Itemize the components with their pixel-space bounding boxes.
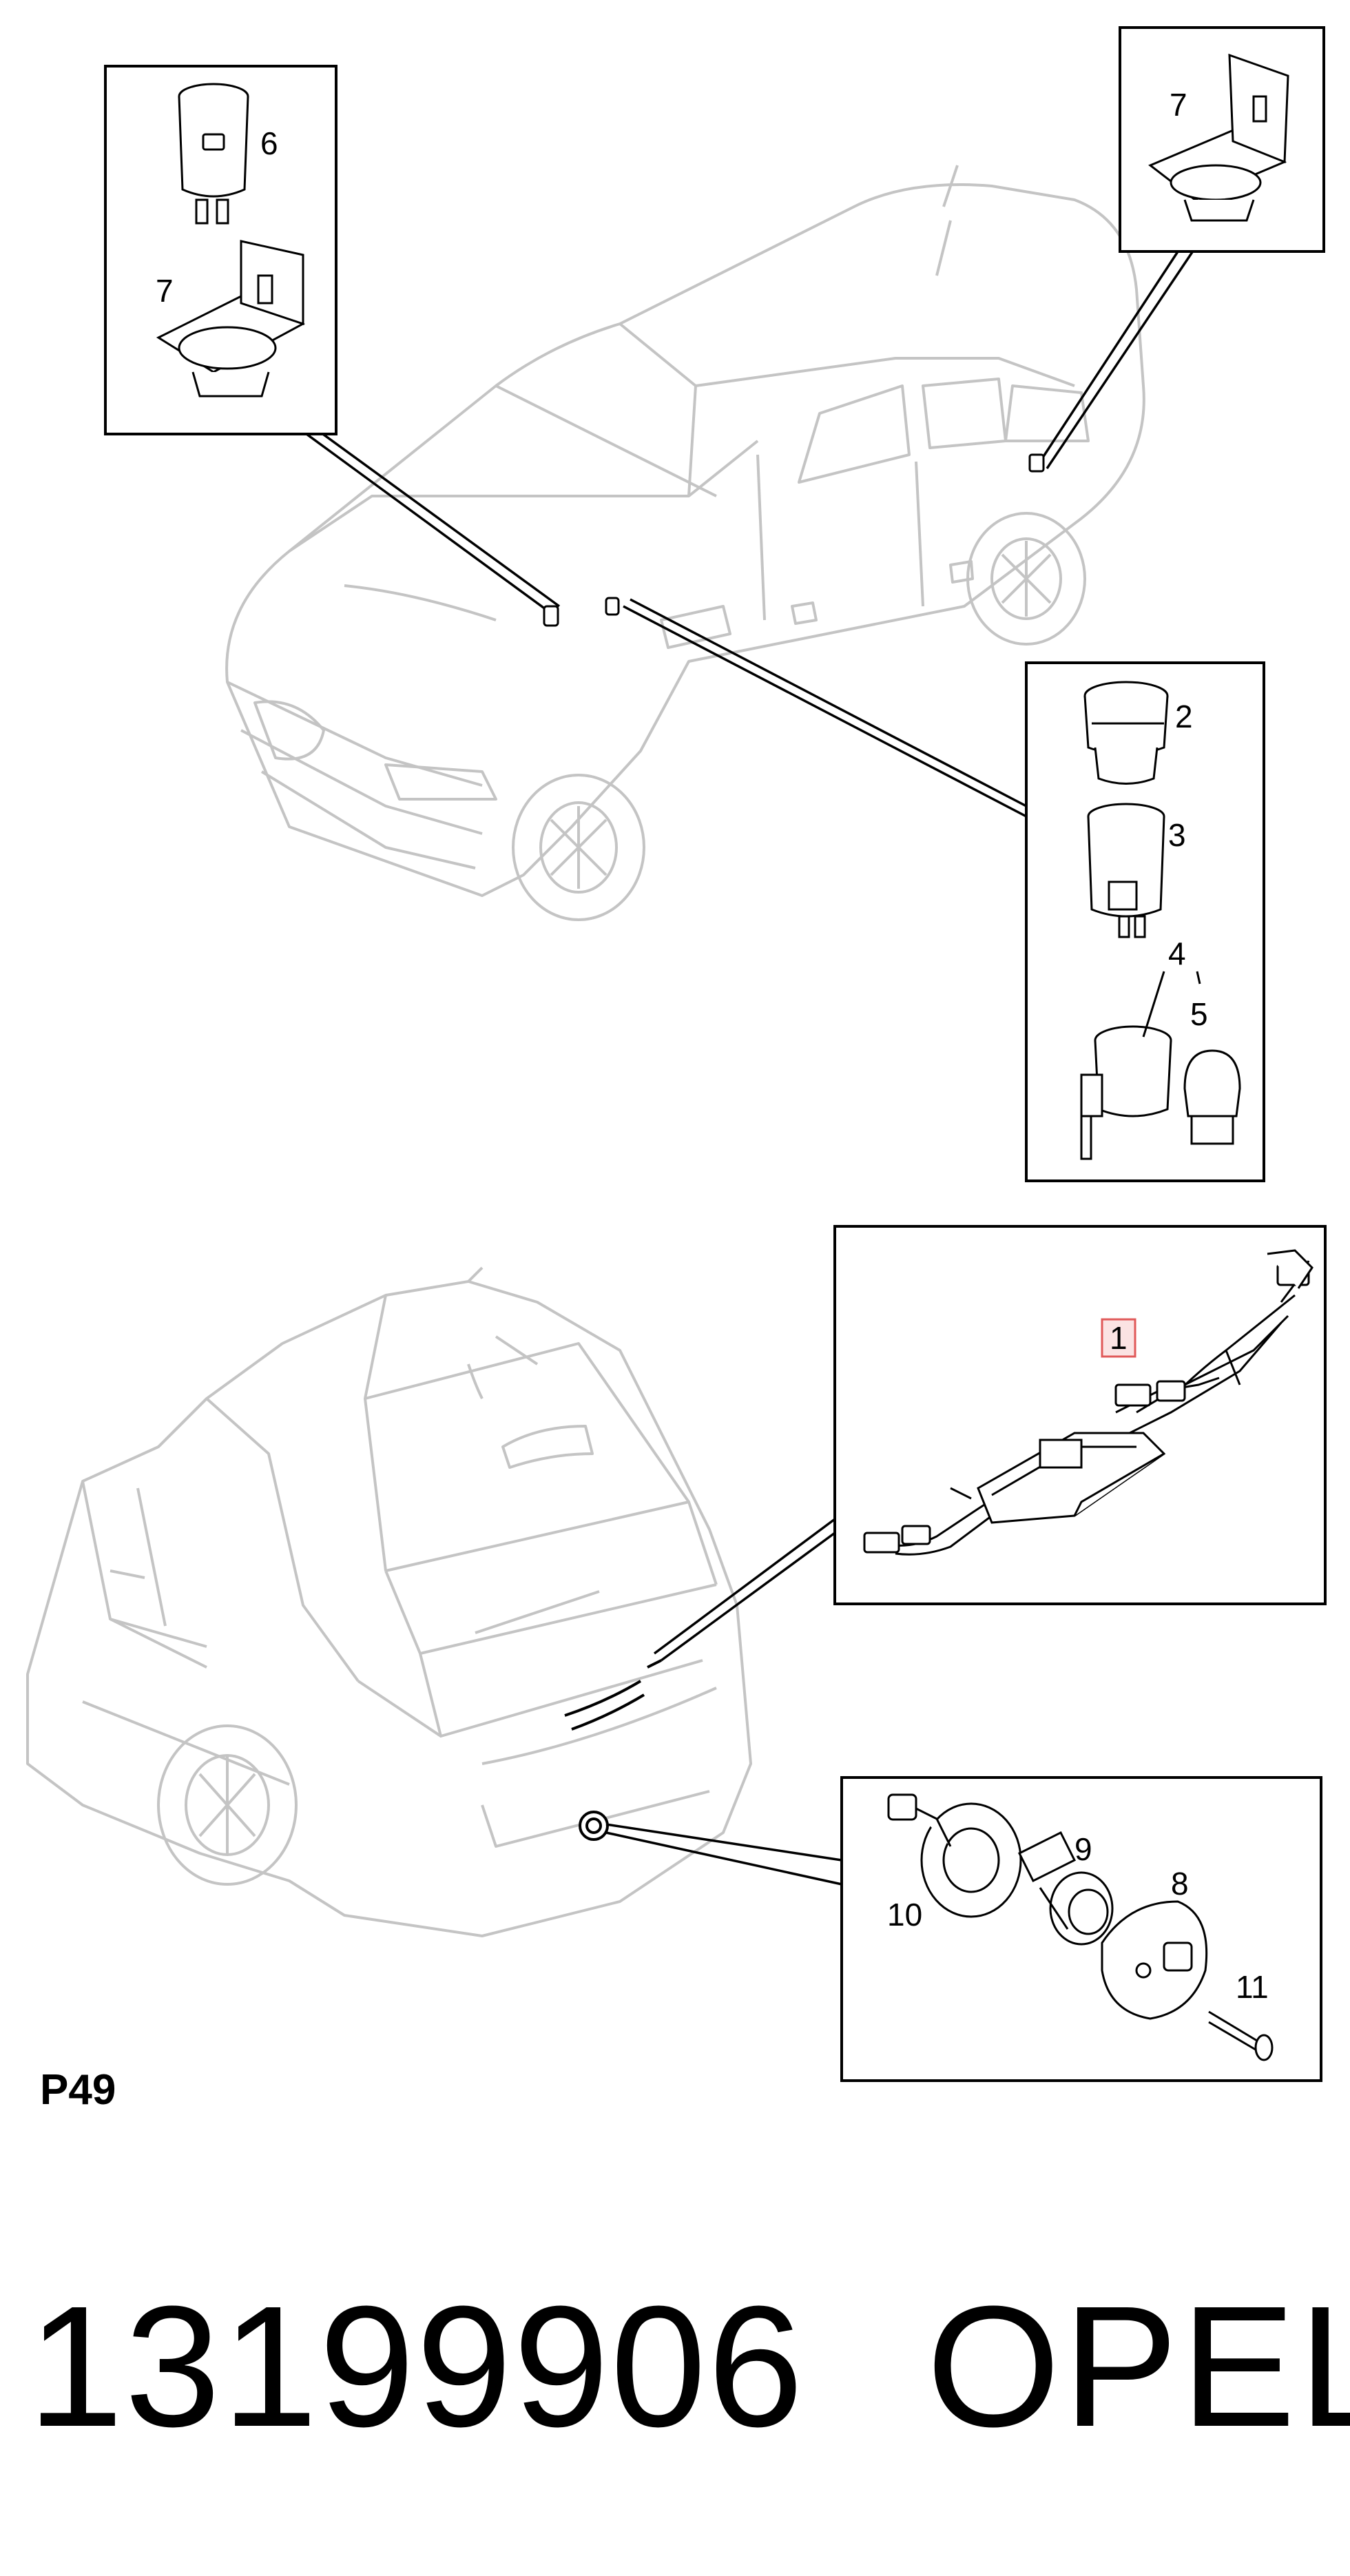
cover-part-7-left: [156, 240, 305, 398]
leader-4: [1142, 971, 1165, 1038]
inset-box-top-left: 6 7: [104, 65, 338, 435]
callout-6: 6: [260, 125, 278, 161]
cover-part-10: [887, 1793, 1022, 1918]
socket-part-9: [1017, 1831, 1114, 1946]
inset-box-trailer-socket: 10 9 8 11: [840, 1776, 1322, 2082]
license-lamp-body: [977, 1432, 1166, 1524]
holder-part-4: [1080, 1025, 1172, 1160]
bulb-part-5: [1183, 1049, 1241, 1145]
callout-2: 2: [1175, 699, 1193, 734]
rear-leader-lines: [605, 1518, 842, 1886]
callout-3: 3: [1168, 817, 1186, 853]
front-part-markers: [543, 453, 1045, 627]
callout-11: 11: [1236, 1969, 1269, 2005]
socket-part-6: [178, 83, 249, 225]
callout-1: 1: [1110, 1320, 1128, 1356]
screw-part-11: [1208, 2010, 1274, 2061]
callout-8: 8: [1171, 1866, 1189, 1902]
callout-9: 9: [1074, 1831, 1092, 1867]
housing-part-8: [1101, 1900, 1208, 2020]
callout-7-left: 7: [156, 273, 174, 309]
part-number: 13199906: [28, 2270, 805, 2462]
diagram-label: P49: [40, 2066, 116, 2114]
rear-vehicle-illustration: [26, 1266, 752, 1937]
callout-7-right: 7: [1170, 87, 1187, 123]
rear-part-markers: [564, 1659, 662, 1841]
inset-box-right-middle: 2 3 4 5: [1025, 661, 1265, 1182]
leader-5: [1196, 971, 1201, 985]
inset-box-wiring: 1: [833, 1225, 1327, 1605]
socket-part-3: [1087, 803, 1165, 938]
cover-part-7-right: [1148, 53, 1289, 222]
front-leader-lines: [305, 240, 1196, 818]
brand-name: OPEL: [926, 2270, 1350, 2462]
front-vehicle-illustration: [225, 165, 1145, 921]
plug-part-2: [1083, 681, 1169, 785]
callout-4: 4: [1168, 936, 1186, 971]
callout-10: 10: [887, 1897, 922, 1933]
wiring-connectors: [863, 1249, 1313, 1554]
callout-5: 5: [1190, 996, 1208, 1032]
inset-box-top-right: 7: [1119, 26, 1325, 253]
callout-1-highlight: [1101, 1318, 1136, 1358]
